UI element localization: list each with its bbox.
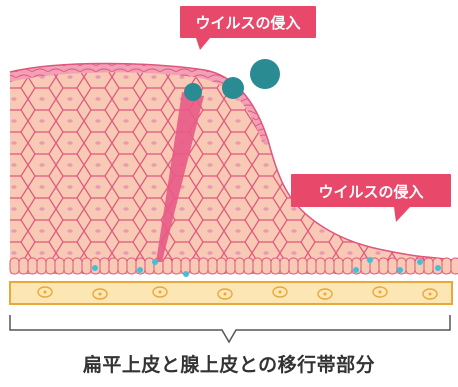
columnar-cell [423,257,434,275]
columnar-cell [198,257,209,275]
virus-particle-icon [250,59,280,89]
columnar-cell [117,257,128,275]
columnar-cell [342,257,353,275]
virus-particle-icon [184,83,202,101]
infected-cell-dot [435,265,441,271]
callout-right-label: ウイルスの侵入 [318,183,423,201]
columnar-cell [234,257,245,275]
nucleus-dot [223,292,227,296]
infected-cell-dot [137,267,143,273]
columnar-cell [99,257,110,275]
columnar-cell [81,257,92,275]
columnar-cell [306,257,317,275]
cell-nucleus-icon [422,288,438,300]
infected-cell-dot [417,259,423,265]
virus-entry-callout-right: ウイルスの侵入 [291,174,451,222]
nucleus-dot [98,292,102,296]
infected-cells [92,257,441,277]
columnar-cell [63,257,74,275]
columnar-cell [387,257,398,275]
columnar-cell [441,257,452,275]
columnar-cell [378,257,389,275]
columnar-cell [405,257,416,275]
cell-nucleus-icon [152,286,168,298]
columnar-cell [243,257,254,275]
columnar-cell [189,257,200,275]
virus-entry-callout-top: ウイルスの侵入 [180,6,316,50]
columnar-cell [45,257,56,275]
infected-cell-dot [353,267,359,273]
cell-nucleus-icon [272,286,288,298]
cell-nucleus-icon [317,288,333,300]
infected-cell-dot [92,265,98,271]
columnar-cell [207,257,218,275]
columnar-cell [36,257,47,275]
cell-nucleus-icon [37,286,53,298]
columnar-cell [108,257,119,275]
infected-cell-dot [367,257,373,263]
nucleus-dot [428,292,432,296]
diagram-caption: 扁平上皮と腺上皮との移行帯部分 [82,354,376,376]
columnar-cell [216,257,227,275]
virus-particles [184,59,280,101]
columnar-cell [279,257,290,275]
infected-cell-dot [183,271,189,277]
nucleus-dot [323,292,327,296]
columnar-cell [315,257,326,275]
columnar-cell [252,257,263,275]
glandular-epithelium [9,257,458,275]
nucleus-dot [43,290,47,294]
columnar-cell [270,257,281,275]
cell-nucleus-icon [217,288,233,300]
columnar-cell [72,257,83,275]
nucleus-dot [278,290,282,294]
columnar-cell [9,257,20,275]
columnar-cell [333,257,344,275]
nucleus-dot [158,290,162,294]
columnar-cell [261,257,272,275]
columnar-cell [18,257,29,275]
columnar-cell [27,257,38,275]
basement-layer [9,281,453,305]
columnar-cell [297,257,308,275]
columnar-cell [54,257,65,275]
virus-particle-icon [222,77,244,99]
columnar-cell [126,257,137,275]
columnar-cell [288,257,299,275]
infected-cell-dot [397,267,403,273]
infected-cell-dot [152,259,158,265]
columnar-cell [171,257,182,275]
callout-top-label: ウイルスの侵入 [195,14,300,32]
cell-nucleus-icon [372,286,388,298]
nucleus-dot [378,290,382,294]
columnar-cell [450,257,458,275]
columnar-cell [162,257,173,275]
columnar-cell [225,257,236,275]
region-bracket [9,315,451,344]
cell-nucleus-icon [92,288,108,300]
virus-entry-track [156,92,204,262]
columnar-cell [324,257,335,275]
